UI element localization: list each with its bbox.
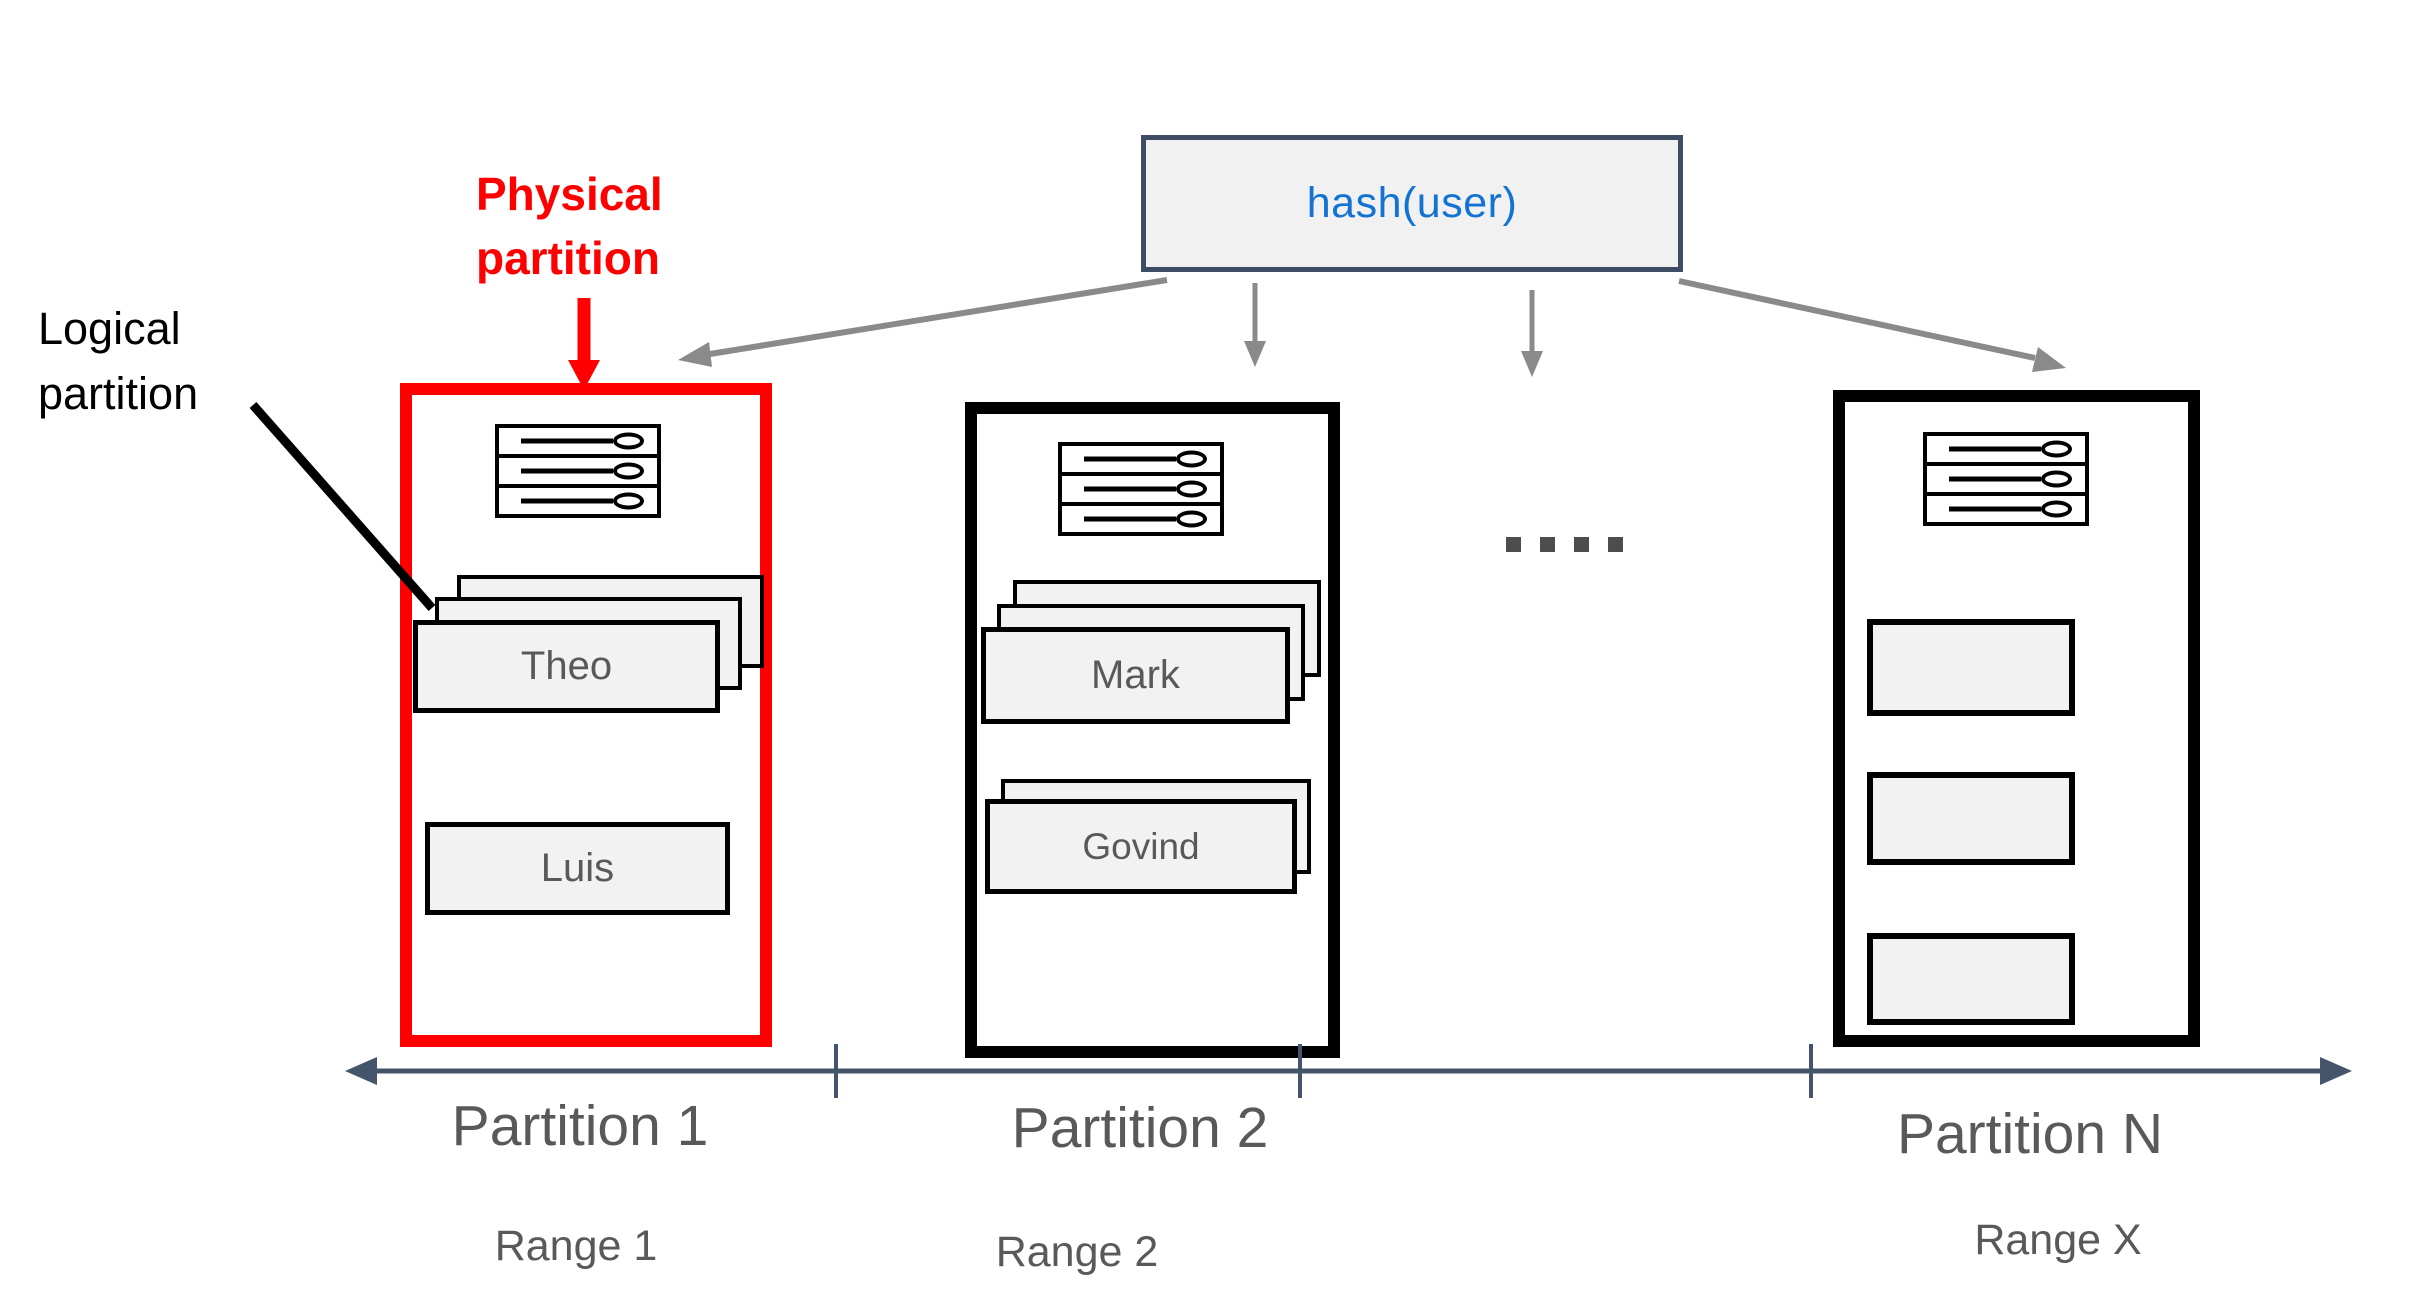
dot — [1574, 537, 1589, 552]
logical-partition-card-luis: Luis — [425, 822, 730, 915]
card-label: Govind — [1082, 825, 1200, 867]
hash-function-label: hash(user) — [1306, 179, 1518, 227]
card-label: Mark — [1091, 653, 1180, 697]
logical-partition-card-govind: Govind — [985, 799, 1297, 894]
axis-label-range-x: Range X — [1974, 1216, 2142, 1264]
logical-partition-label: Logical partition — [38, 303, 199, 419]
logical-partition-card-theo: Theo — [413, 620, 720, 713]
physical-partition-arrow — [568, 298, 600, 390]
dot — [1540, 537, 1555, 552]
card-label: Theo — [520, 644, 613, 688]
axis-label-range-1: Range 1 — [494, 1222, 658, 1270]
axis-label-partition-2: Partition 2 — [1011, 1096, 1269, 1160]
axis-label-partition-1: Partition 1 — [451, 1094, 709, 1158]
dot — [1608, 537, 1623, 552]
server-icon — [1923, 432, 2089, 526]
hash-arrow-to-partition-n — [1678, 278, 2066, 372]
axis-label-partition-n: Partition N — [1896, 1102, 2164, 1166]
axis-label-range-2: Range 2 — [995, 1228, 1159, 1276]
logical-partition-card-empty — [1867, 933, 2075, 1025]
hash-arrow-down-1 — [1244, 283, 1266, 367]
hash-arrow-to-partition-1 — [678, 277, 1168, 367]
hash-arrow-down-2 — [1521, 290, 1543, 377]
logical-partition-card-empty — [1867, 619, 2075, 716]
server-icon — [495, 424, 661, 518]
hash-function-box: hash(user) — [1141, 135, 1683, 272]
server-icon — [1058, 442, 1224, 536]
partition-range-axis — [345, 1044, 2352, 1098]
ellipsis-dots — [1506, 537, 1623, 552]
logical-partition-card-empty — [1867, 772, 2075, 865]
physical-partition-label: Physical partition — [476, 168, 663, 284]
dot — [1506, 537, 1521, 552]
card-label: Luis — [540, 846, 615, 890]
logical-partition-card-mark: Mark — [981, 627, 1290, 724]
